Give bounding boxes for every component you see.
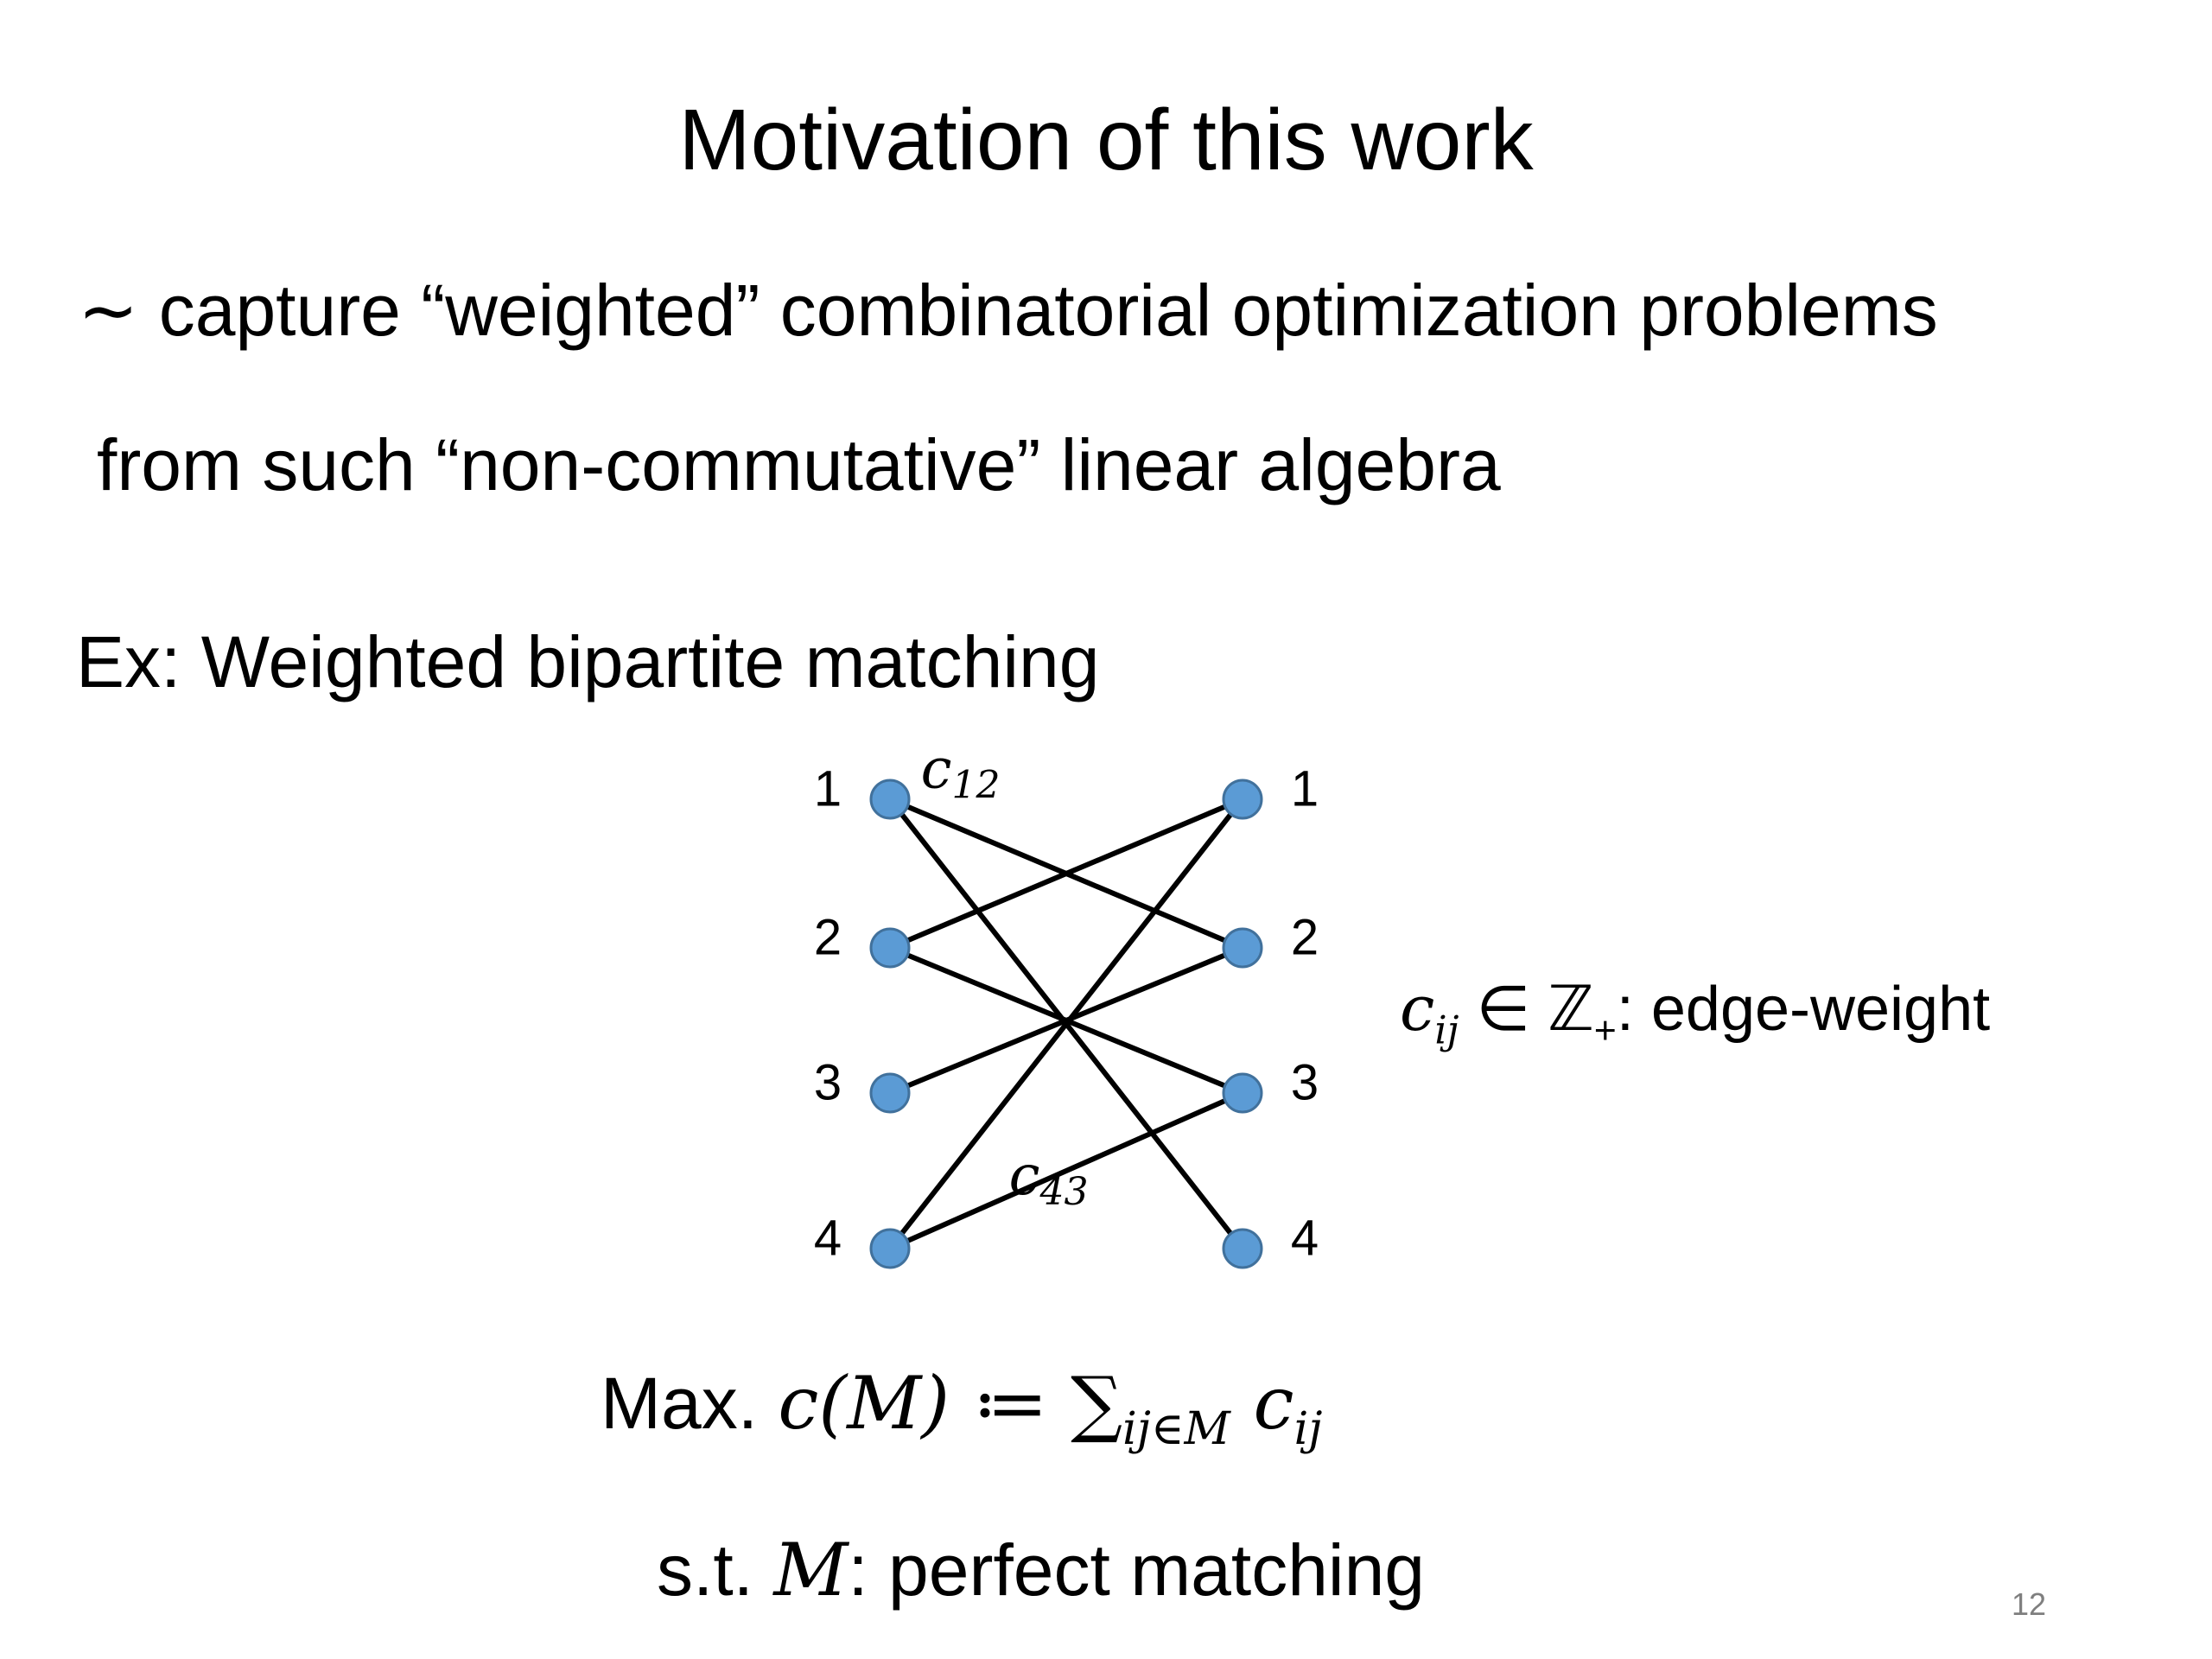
edge-2-1 <box>888 797 1244 950</box>
edge-4-3 <box>888 1090 1244 1251</box>
objective-formula: Max. c(M) ≔ ∑ij∈M cij <box>601 1361 1322 1455</box>
right-node-1 <box>1222 779 1263 820</box>
right-node-label-3: 3 <box>1291 1054 1319 1110</box>
slide-title: Motivation of this work <box>678 92 1534 188</box>
example-heading: Ex: Weighted bipartite matching <box>76 621 1100 702</box>
constraint-prefix: s.t. <box>657 1529 774 1611</box>
edge-weight-symbol: c <box>1400 972 1435 1045</box>
constraint-text: : perfect matching <box>848 1529 1426 1611</box>
edge-weight-text: : edge-weight <box>1616 975 1991 1044</box>
left-node-4 <box>869 1228 911 1269</box>
left-node-1 <box>869 779 911 820</box>
edge-4-1 <box>887 798 1245 1250</box>
edge-weight-relation-sub: + <box>1593 1009 1617 1052</box>
edge-label-4-3: c43 <box>1009 1144 1089 1214</box>
edge-weight-relation: ∈ ℤ <box>1459 975 1594 1044</box>
left-node-label-2: 2 <box>814 909 842 965</box>
left-node-3 <box>869 1072 911 1114</box>
page-number: 12 <box>2012 1586 2047 1622</box>
right-node-3 <box>1222 1072 1263 1114</box>
right-node-2 <box>1222 927 1263 969</box>
left-node-label-3: 3 <box>814 1054 842 1110</box>
bullet-line-2: from such “non-commutative” linear algeb… <box>97 424 1501 505</box>
left-node-2 <box>869 927 911 969</box>
edge-weight-subscript: ij <box>1434 1007 1459 1053</box>
right-node-label-1: 1 <box>1291 760 1319 817</box>
right-node-label-2: 2 <box>1291 909 1319 965</box>
left-node-label-1: 1 <box>814 760 842 817</box>
graph-labels: 1 2 3 4 1 2 3 4 c12 c43 <box>814 743 1319 1266</box>
constraint-variable: M <box>773 1528 849 1612</box>
objective-expression: c(M) ≔ ∑ <box>778 1361 1123 1446</box>
objective-sum-subscript: ij∈M <box>1122 1403 1230 1456</box>
graph-nodes <box>869 779 1263 1269</box>
objective-prefix: Max. <box>601 1363 779 1444</box>
bullet-line-1: ∼ capture “weighted” combinatorial optim… <box>78 270 1938 351</box>
constraint-formula: s.t. M: perfect matching <box>657 1528 1425 1612</box>
graph-edges <box>887 797 1245 1251</box>
edge-label-1-2: c12 <box>921 743 1001 807</box>
objective-term-subscript: ij <box>1294 1403 1323 1456</box>
left-node-label-4: 4 <box>814 1210 842 1266</box>
bipartite-graph: 1 2 3 4 1 2 3 4 c12 c43 <box>814 743 1319 1269</box>
objective-term: c <box>1230 1361 1294 1446</box>
right-node-label-4: 4 <box>1291 1210 1319 1266</box>
edge-weight-definition: cij ∈ ℤ+: edge-weight <box>1400 972 1990 1053</box>
right-node-4 <box>1222 1228 1263 1269</box>
